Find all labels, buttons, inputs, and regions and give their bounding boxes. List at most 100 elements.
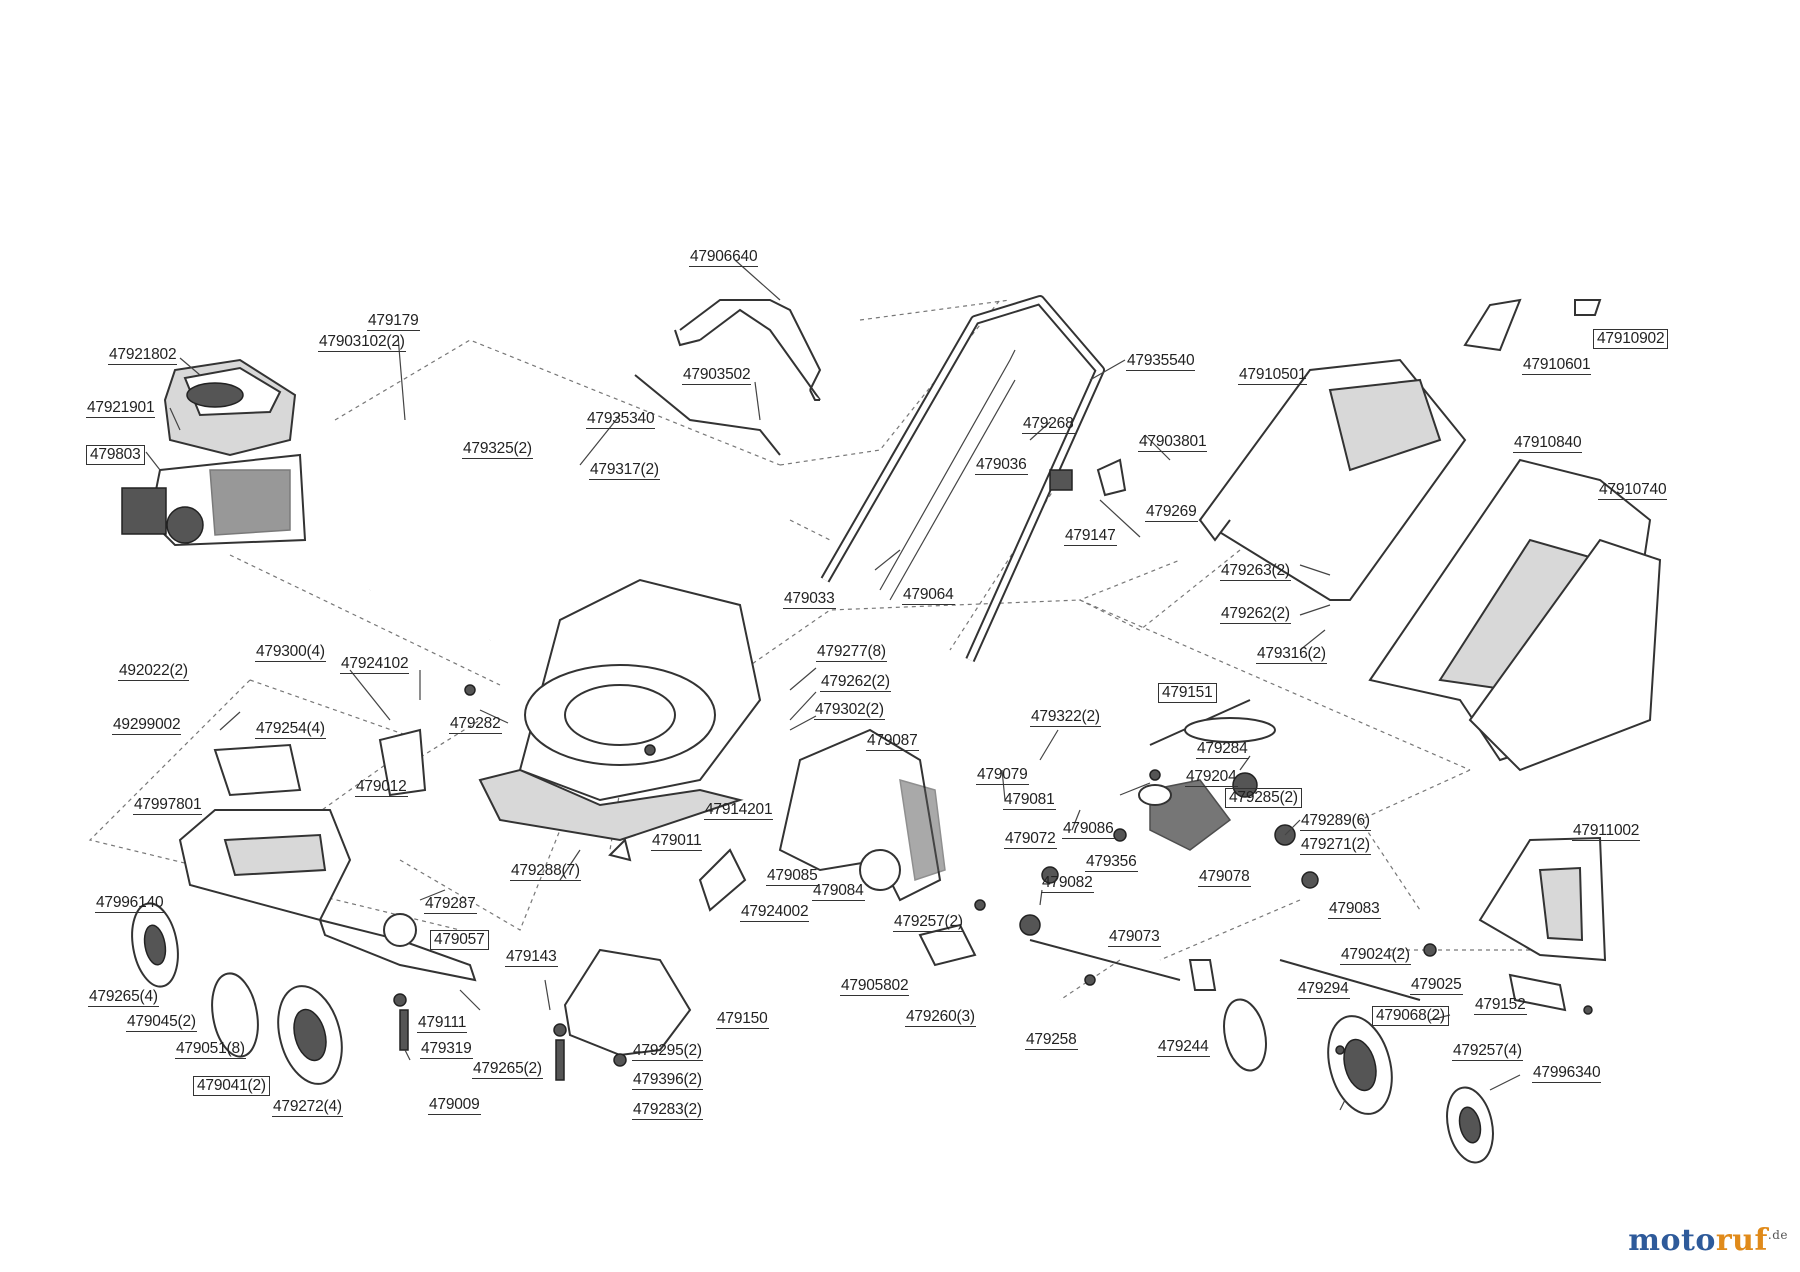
- part-label: 479254(4): [255, 720, 326, 739]
- part-label: 479024(2): [1340, 946, 1411, 965]
- part-label: 479319: [420, 1040, 473, 1059]
- part-label: 47903801: [1138, 433, 1208, 452]
- wheels: [131, 849, 1494, 1164]
- part-label: 479068(2): [1372, 1006, 1449, 1026]
- part-label: 479041(2): [193, 1076, 270, 1096]
- part-label: 479009: [428, 1096, 481, 1115]
- handle-lower-left: [367, 402, 553, 641]
- part-label: 47996340: [1532, 1064, 1602, 1083]
- part-label: 47903102(2): [318, 333, 406, 352]
- part-label: 479079: [976, 766, 1029, 785]
- part-label: 479269: [1145, 503, 1198, 522]
- part-label: 479260(3): [905, 1008, 976, 1027]
- hardware: [378, 458, 1593, 1081]
- part-label: 479263(2): [1220, 562, 1291, 581]
- part-label: 47903502: [682, 366, 752, 385]
- part-label: 479086: [1062, 820, 1115, 839]
- part-label: 479072: [1004, 830, 1057, 849]
- front-cover: [178, 743, 352, 922]
- part-label: 479151: [1158, 683, 1217, 703]
- part-label: 479150: [716, 1010, 769, 1029]
- part-label: 479285(2): [1225, 788, 1302, 808]
- part-label: 479081: [1003, 791, 1056, 810]
- part-label: 47935540: [1126, 352, 1196, 371]
- part-label: 479083: [1328, 900, 1381, 919]
- part-label: 479282: [449, 715, 502, 734]
- handle-main: [820, 295, 1105, 663]
- part-label: 479012: [355, 778, 408, 797]
- part-label: 47921802: [108, 346, 178, 365]
- part-label: 479025: [1410, 976, 1463, 995]
- part-label: 479073: [1108, 928, 1161, 947]
- part-label: 47997801: [133, 796, 203, 815]
- part-label: 479257(2): [893, 913, 964, 932]
- part-label: 479147: [1064, 527, 1117, 546]
- grass-bag-top: [1198, 358, 1467, 601]
- leader-lines: [145, 259, 1521, 1111]
- part-label: 47905802: [840, 977, 910, 996]
- part-label: 479257(4): [1452, 1042, 1523, 1061]
- clip-part: [1463, 298, 1602, 352]
- part-label: 479322(2): [1030, 708, 1101, 727]
- part-label: 47910501: [1238, 366, 1308, 385]
- part-label: 479300(4): [255, 643, 326, 662]
- brand-logo: motoruf.de: [1628, 1223, 1788, 1258]
- part-label: 479356: [1085, 853, 1138, 872]
- part-label: 479045(2): [126, 1013, 197, 1032]
- part-label: 479064: [902, 586, 955, 605]
- part-label: 47996140: [95, 894, 165, 913]
- part-label: 47910601: [1522, 356, 1592, 375]
- part-label: 479152: [1474, 996, 1527, 1015]
- gearbox: [1138, 699, 1276, 851]
- part-label: 479111: [417, 1014, 468, 1033]
- rear-flap: [778, 728, 946, 902]
- mower-deck: [478, 578, 762, 842]
- part-label: 479284: [1196, 740, 1249, 759]
- part-label: 479316(2): [1256, 645, 1327, 664]
- part-label: 479082: [1041, 874, 1094, 893]
- part-label: 479085: [766, 867, 819, 886]
- chute: [563, 948, 692, 1057]
- blade: [318, 913, 477, 982]
- part-label: 479317(2): [589, 461, 660, 480]
- drive-shaft: [1029, 939, 1421, 1001]
- part-label: 47910740: [1598, 481, 1668, 500]
- part-label: 479272(4): [272, 1098, 343, 1117]
- part-label: 479033: [783, 590, 836, 609]
- part-label: 479262(2): [1220, 605, 1291, 624]
- part-label: 479036: [975, 456, 1028, 475]
- handle-upper: [634, 299, 822, 456]
- part-label: 479325(2): [462, 440, 533, 459]
- part-label: 479295(2): [632, 1042, 703, 1061]
- part-label: 479078: [1198, 868, 1251, 887]
- part-label: 479143: [505, 948, 558, 967]
- part-label: 479087: [866, 732, 919, 751]
- part-label: 479287: [424, 895, 477, 914]
- part-label: 492022(2): [118, 662, 189, 681]
- part-label: 479179: [367, 312, 420, 331]
- part-label: 479803: [86, 445, 145, 465]
- rear-cover: [1478, 836, 1607, 962]
- part-label: 47906640: [689, 248, 759, 267]
- part-label: 479258: [1025, 1031, 1078, 1050]
- part-label: 47914201: [704, 801, 774, 820]
- part-label: 479277(8): [816, 643, 887, 662]
- part-label: 479288(7): [510, 862, 581, 881]
- part-label: 47924102: [340, 655, 410, 674]
- part-label: 479051(8): [175, 1040, 246, 1059]
- part-label: 47935340: [586, 410, 656, 429]
- engine-assembly: [121, 358, 307, 547]
- part-label: 479396(2): [632, 1071, 703, 1090]
- part-label: 479283(2): [632, 1101, 703, 1120]
- part-label: 47910902: [1593, 329, 1669, 349]
- part-label: 49299002: [112, 716, 182, 735]
- part-label: 479289(6): [1300, 812, 1371, 831]
- part-label: 47910840: [1513, 434, 1583, 453]
- part-label: 479084: [812, 882, 865, 901]
- part-label: 479271(2): [1300, 836, 1371, 855]
- part-label: 479262(2): [820, 673, 891, 692]
- part-label: 47924002: [740, 903, 810, 922]
- part-label: 479265(2): [472, 1060, 543, 1079]
- part-label: 479302(2): [814, 701, 885, 720]
